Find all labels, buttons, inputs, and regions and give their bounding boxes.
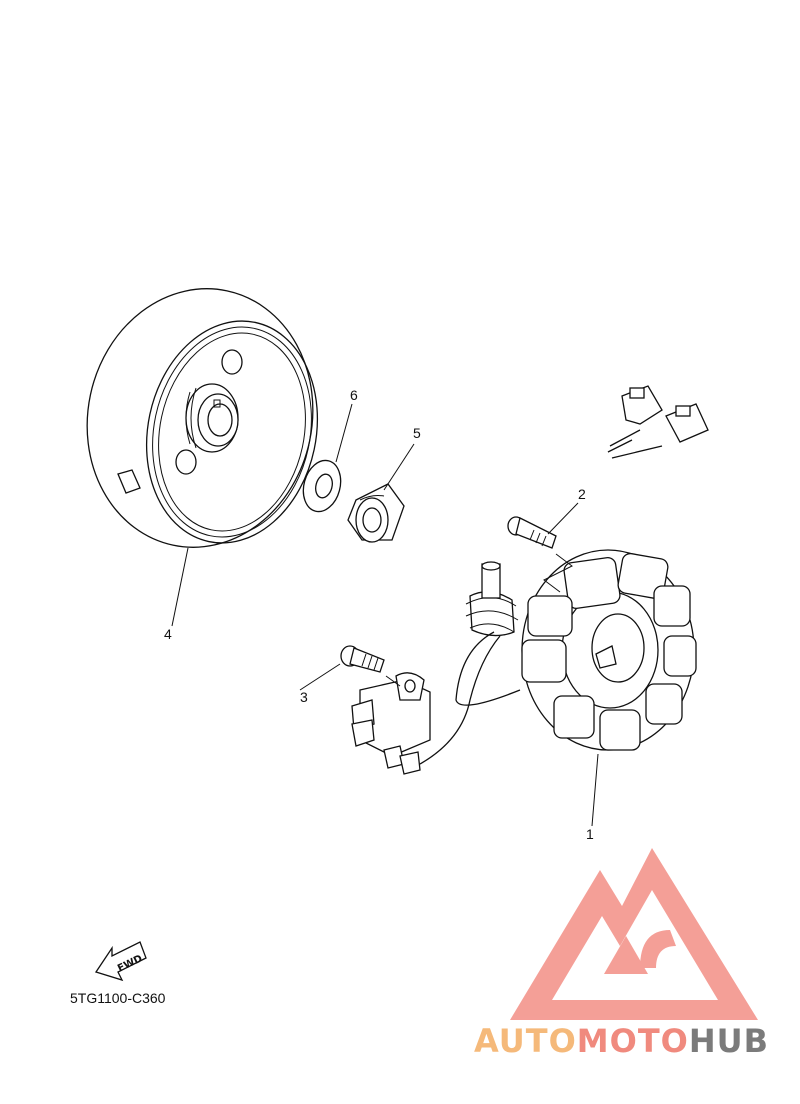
collar-nut xyxy=(347,483,405,543)
wire-harness xyxy=(419,385,709,765)
watermark-moto: MOTO xyxy=(577,1022,689,1060)
stator-bolt xyxy=(507,516,557,549)
washer xyxy=(302,459,342,513)
watermark-text: AUTOMOTOHUB xyxy=(474,1022,769,1060)
stator-coil xyxy=(521,549,697,751)
callout-3: 3 xyxy=(300,689,308,705)
part-code: 5TG1100-C360 xyxy=(70,990,166,1006)
callout-2: 2 xyxy=(578,486,586,502)
callout-4: 4 xyxy=(164,626,172,642)
watermark-hub: HUB xyxy=(689,1022,769,1060)
callout-1: 1 xyxy=(586,826,594,842)
flywheel-rotor xyxy=(86,288,319,548)
watermark-auto: AUTO xyxy=(474,1022,577,1060)
callout-5: 5 xyxy=(413,425,421,441)
watermark-logo xyxy=(510,848,758,1020)
fwd-arrow-icon: FWD xyxy=(94,941,147,982)
pickup-coil xyxy=(351,672,431,775)
leader-lines xyxy=(171,403,599,827)
pickup-screw xyxy=(340,645,385,673)
callout-6: 6 xyxy=(350,387,358,403)
